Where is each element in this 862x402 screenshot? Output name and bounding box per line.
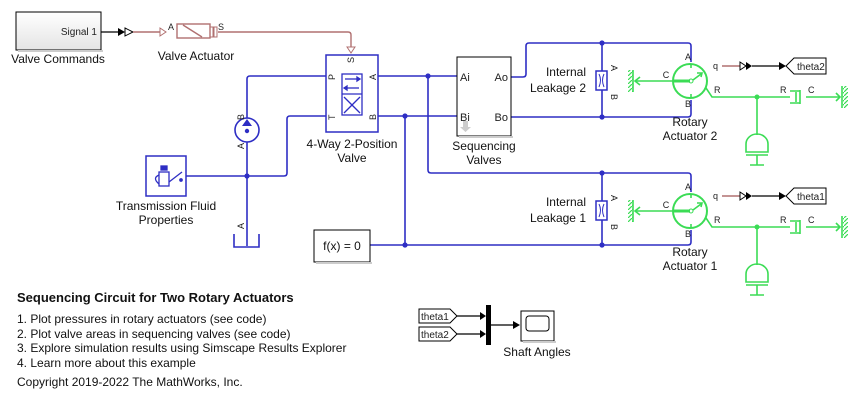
signal-name: Signal 1	[61, 27, 98, 38]
svg-text:S: S	[218, 22, 224, 32]
rotary-actuator-1-block[interactable]: A B C R q Rotary Actuator 1 R C theta1	[628, 182, 848, 296]
internal-leakage-2-block[interactable]: A B Internal Leakage 2	[530, 65, 619, 100]
goto-theta2[interactable]: theta2	[785, 57, 827, 75]
svg-text:B: B	[685, 99, 691, 109]
valve-commands-label: Valve Commands	[11, 52, 105, 66]
svg-text:A: A	[236, 223, 246, 229]
svg-text:A: A	[368, 74, 378, 80]
svg-text:Rotary: Rotary	[672, 115, 707, 129]
svg-text:B: B	[236, 114, 246, 120]
link-plot-valve-areas[interactable]: 2. Plot valve areas in sequencing valves…	[17, 327, 291, 341]
svg-text:Sequencing: Sequencing	[452, 139, 515, 153]
valve-actuator-label: Valve Actuator	[158, 49, 235, 63]
svg-text:Actuator 1: Actuator 1	[663, 259, 718, 273]
subsystem-arrow-icon	[460, 121, 471, 132]
svg-text:theta2: theta2	[421, 330, 449, 341]
annotation-title: Sequencing Circuit for Two Rotary Actuat…	[17, 290, 294, 305]
svg-text:B: B	[609, 94, 619, 100]
svg-text:Bo: Bo	[495, 112, 508, 124]
svg-text:R: R	[714, 85, 721, 95]
svg-text:Internal: Internal	[546, 65, 586, 79]
svg-text:C: C	[663, 200, 670, 210]
svg-text:theta1: theta1	[797, 192, 825, 203]
rotary-actuator-2-block[interactable]: A B C R q Rotary Actuator 2 R C	[628, 52, 848, 166]
valve-symbol-icon	[341, 73, 363, 116]
svg-text:Properties: Properties	[139, 213, 194, 227]
svg-text:theta2: theta2	[797, 62, 825, 73]
scope-screen-icon	[525, 315, 550, 332]
svg-text:B: B	[368, 114, 378, 120]
svg-text:q: q	[713, 61, 718, 71]
svg-text:q: q	[713, 191, 718, 201]
svg-text:P: P	[327, 74, 337, 80]
solver-configuration-block[interactable]: f(x) = 0	[313, 229, 372, 264]
svg-text:Ao: Ao	[495, 72, 508, 84]
svg-text:Internal: Internal	[546, 195, 586, 209]
svg-text:C: C	[663, 70, 670, 80]
svg-text:C: C	[808, 85, 815, 95]
angle-signal-2	[722, 61, 786, 71]
svg-text:Ai: Ai	[460, 72, 470, 84]
scope-block[interactable]: Shaft Angles	[503, 310, 571, 359]
svg-text:A: A	[236, 143, 246, 149]
svg-text:A: A	[685, 182, 691, 192]
svg-text:Leakage 1: Leakage 1	[530, 211, 586, 225]
svg-text:R: R	[780, 215, 787, 225]
link-results-explorer[interactable]: 3. Explore simulation results using Sims…	[17, 341, 347, 355]
svg-text:Valves: Valves	[466, 153, 501, 167]
svg-text:Valve: Valve	[337, 151, 366, 165]
sequencing-valves-subsystem[interactable]: Ai Ao Bi Bo Sequencing Valves	[452, 56, 516, 167]
svg-text:R: R	[780, 85, 787, 95]
svg-text:Shaft Angles: Shaft Angles	[503, 345, 570, 359]
valve-actuator-block[interactable]: A S Valve Actuator	[158, 22, 235, 63]
svg-text:Rotary: Rotary	[672, 245, 707, 259]
svg-text:Actuator 2: Actuator 2	[663, 129, 718, 143]
svg-text:A: A	[168, 22, 174, 32]
svg-text:theta1: theta1	[421, 312, 449, 323]
svg-text:A: A	[685, 52, 691, 62]
internal-leakage-1-block[interactable]: A B Internal Leakage 1	[530, 195, 619, 230]
svg-text:R: R	[714, 215, 721, 225]
pump-block[interactable]: B A	[234, 114, 260, 149]
fluid-properties-block[interactable]: Transmission Fluid Properties	[116, 155, 216, 227]
svg-text:A: A	[609, 65, 619, 71]
ground-c-icon	[628, 70, 673, 92]
valve-commands-block[interactable]: Signal 1 Valve Commands	[11, 11, 105, 66]
copyright: Copyright 2019-2022 The MathWorks, Inc.	[17, 375, 243, 389]
svg-text:S: S	[346, 57, 356, 63]
from-theta2[interactable]: theta2	[418, 326, 458, 342]
svg-text:f(x) = 0: f(x) = 0	[323, 239, 361, 253]
svg-text:B: B	[609, 224, 619, 230]
goto-theta1[interactable]: theta1	[785, 187, 827, 205]
inertia-icon	[745, 97, 769, 166]
four-way-valve-block[interactable]: S P T A B 4-Way 2-Position Valve	[307, 54, 398, 165]
physical-signal-line	[218, 31, 352, 47]
svg-text:Bi: Bi	[460, 112, 470, 124]
svg-text:Transmission Fluid: Transmission Fluid	[116, 199, 216, 213]
link-plot-pressures[interactable]: 1. Plot pressures in rotary actuators (s…	[17, 312, 267, 326]
link-learn-more[interactable]: 4. Learn more about this example	[17, 356, 196, 370]
svg-text:4-Way 2-Position: 4-Way 2-Position	[307, 137, 398, 151]
from-theta1[interactable]: theta1	[418, 308, 458, 324]
tank-block[interactable]: A	[233, 223, 260, 248]
oil-can-icon	[154, 165, 183, 187]
damper-icon	[790, 90, 801, 104]
hydraulic-lines	[186, 40, 692, 248]
svg-text:T: T	[327, 114, 337, 120]
svg-text:C: C	[808, 215, 815, 225]
svg-text:A: A	[609, 195, 619, 201]
svg-text:Leakage 2: Leakage 2	[530, 81, 586, 95]
mux-block[interactable]	[457, 305, 520, 345]
svg-text:B: B	[685, 229, 691, 239]
signal-line-commands	[101, 27, 160, 37]
